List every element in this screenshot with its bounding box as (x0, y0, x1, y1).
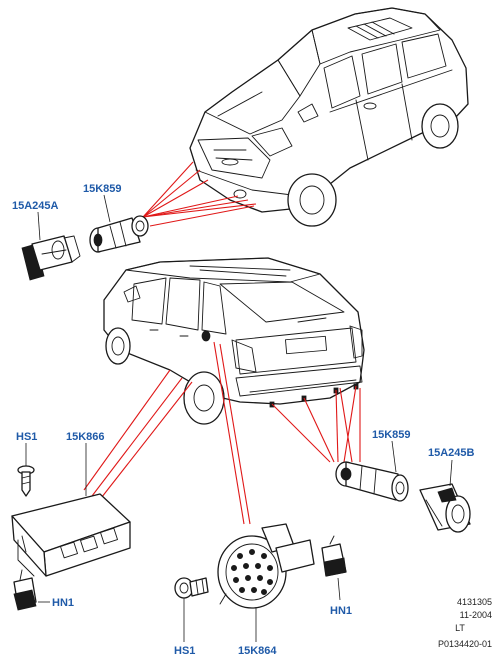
parking-aid-sounder (217, 523, 315, 609)
label-rear-sensor: 15K859 (372, 429, 411, 441)
leader-rear-sensor (391, 440, 397, 473)
leader-front-bracket (37, 211, 41, 241)
rear-sensor-bracket (419, 483, 471, 533)
leader-sounder-nut (337, 577, 341, 601)
sounder-screw (174, 577, 209, 599)
label-module: 15K866 (66, 431, 105, 443)
leader-front-sensor (103, 194, 111, 223)
rear-vehicle-illustration (103, 257, 365, 425)
module-clip-nut (13, 569, 37, 611)
rear-parking-sensor (335, 461, 409, 502)
drawing-id: P0134420-01 (438, 639, 492, 649)
front-callout-lines (142, 161, 257, 227)
leader-rear-bracket (449, 459, 453, 487)
front-parking-sensor (89, 215, 149, 253)
rear-callout-lines (83, 341, 361, 525)
module-screw (17, 465, 35, 497)
label-front-bracket: 15A245A (12, 200, 59, 212)
label-sounder: 15K864 (238, 645, 277, 657)
parking-aid-module (11, 493, 131, 577)
label-module-clip: HN1 (52, 597, 74, 609)
label-sounder-screw: HS1 (174, 645, 195, 657)
front-sensor-bracket (21, 235, 81, 281)
sounder-clip-nut (321, 535, 347, 577)
reference-date: 11-2004 (460, 610, 492, 620)
reference-number: 4131305 (457, 597, 492, 607)
reference-code: LT (455, 623, 465, 633)
front-vehicle-illustration (189, 7, 469, 227)
label-front-sensor: 15K859 (83, 183, 122, 195)
label-rear-bracket: 15A245B (428, 447, 475, 459)
label-sounder-nut: HN1 (330, 605, 352, 617)
label-module-screw: HS1 (16, 431, 37, 443)
